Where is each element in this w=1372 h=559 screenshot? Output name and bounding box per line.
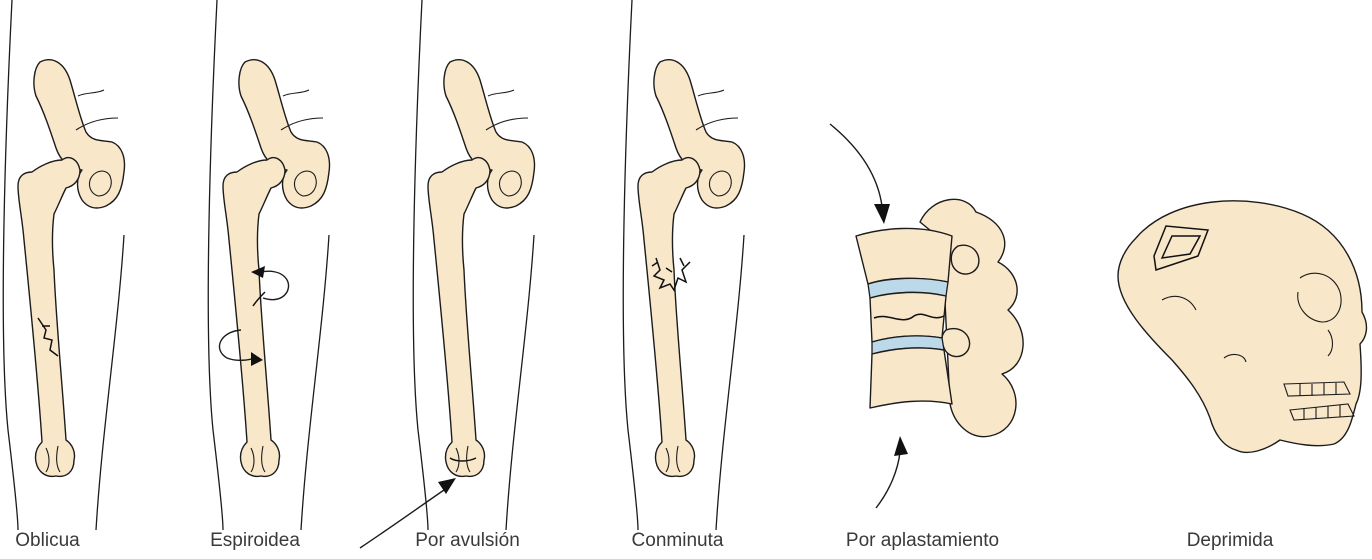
compression-arrow-bottom [876, 452, 900, 508]
spiral-rotation-arrow-upper [261, 271, 289, 299]
caption-aplastamiento: Por aplastamiento [830, 528, 1015, 554]
compression-arrow-top [830, 124, 882, 206]
femur-comminuted-fracture [623, 0, 744, 530]
vertebrae-compression-fracture [830, 124, 1023, 508]
femur-avulsion-fracture [360, 0, 535, 548]
caption-oblicua: Oblicua [0, 528, 95, 554]
caption-espiroidea: Espiroidea [200, 528, 310, 554]
caption-avulsion: Por avulsión [400, 528, 535, 554]
skull-depressed-fracture [1118, 201, 1366, 453]
femur-oblique-fracture [3, 0, 124, 530]
femur-spiral-fracture [208, 0, 329, 530]
caption-deprimida: Deprimida [1175, 528, 1285, 554]
caption-conminuta: Conminuta [620, 528, 735, 554]
